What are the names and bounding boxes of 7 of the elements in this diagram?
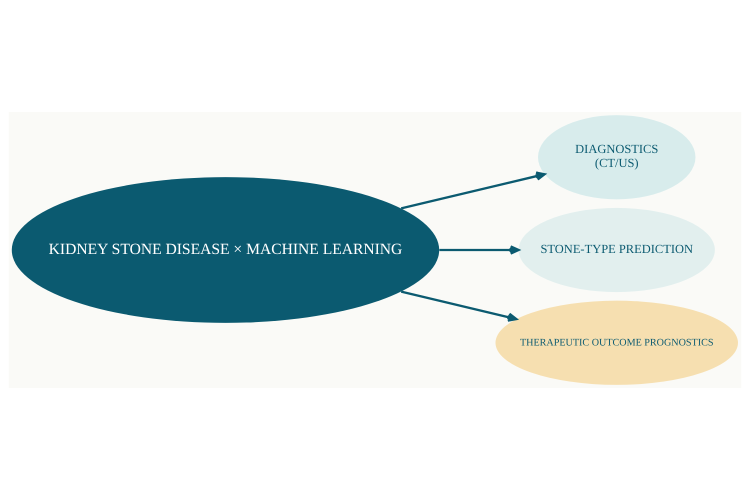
arrow <box>439 245 520 255</box>
node-ellipse: KIDNEY STONE DISEASE × MACHINE LEARNING <box>12 177 440 323</box>
arrow <box>400 290 518 322</box>
node-ellipse: THERAPEUTIC OUTCOME PROGNOSTICS <box>495 300 738 385</box>
node-ellipse: STONE-TYPE PREDICTION <box>518 208 715 292</box>
arrow <box>400 171 546 210</box>
node-ellipse: DIAGNOSTICS (CT/US) <box>538 115 696 200</box>
